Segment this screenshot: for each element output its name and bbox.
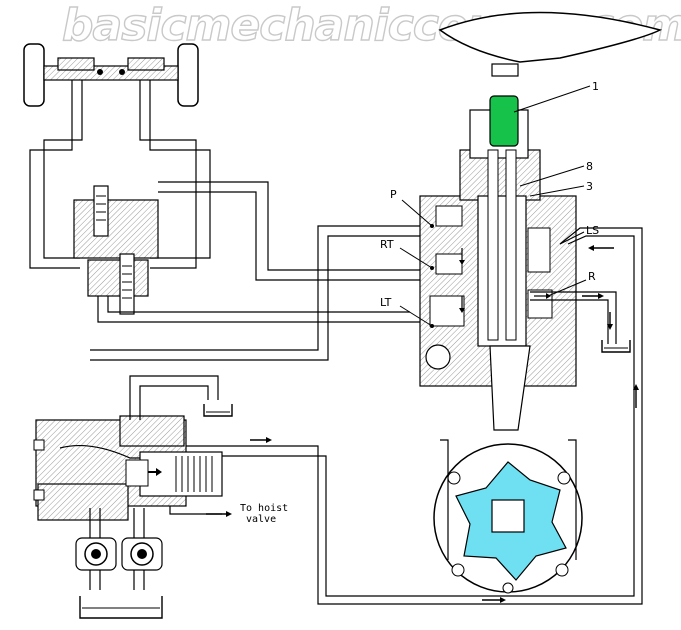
steering-wheel [438, 11, 663, 77]
upper-relief-valve [93, 185, 109, 237]
label-lt: LT [380, 296, 392, 309]
label-ls: LS [586, 224, 599, 237]
tank-left-upper [203, 404, 233, 417]
cylinder-lines [29, 80, 211, 269]
steering-control-unit [419, 109, 577, 387]
note-hoist-line1: To hoist [240, 503, 288, 514]
left-wheel [23, 43, 45, 107]
right-wheel [177, 43, 199, 107]
spool-bore [477, 195, 527, 347]
label-rt: RT [380, 238, 394, 251]
tank-right [601, 340, 631, 353]
relief-valve-block [73, 185, 159, 315]
drive-link [489, 345, 531, 431]
front-axle-assembly [23, 43, 199, 107]
label-part-3: 3 [586, 180, 593, 193]
hydraulic-pumps [75, 537, 163, 571]
priority-spool-housing [139, 451, 223, 497]
label-p: P [390, 188, 397, 201]
hydraulic-reservoir [79, 596, 163, 619]
priority-valve [33, 415, 223, 521]
lower-relief-valve [119, 253, 135, 315]
label-part-8: 8 [586, 160, 593, 173]
rotor-spline [491, 499, 525, 533]
label-part-1: 1 [592, 80, 599, 93]
right-steering-cylinder [127, 57, 165, 71]
gerotor-metering-unit [433, 443, 583, 594]
left-steering-cylinder [57, 57, 95, 71]
sleeve [505, 149, 517, 341]
note-hoist-line2: valve [246, 514, 276, 525]
label-r: R [588, 270, 596, 283]
supply-return-lines [90, 181, 420, 361]
check-ball [425, 344, 451, 370]
steering-shaft [489, 95, 519, 147]
callouts: 1 8 3 P RT LT LS R To hoist valve [240, 80, 599, 525]
spool [487, 149, 499, 341]
